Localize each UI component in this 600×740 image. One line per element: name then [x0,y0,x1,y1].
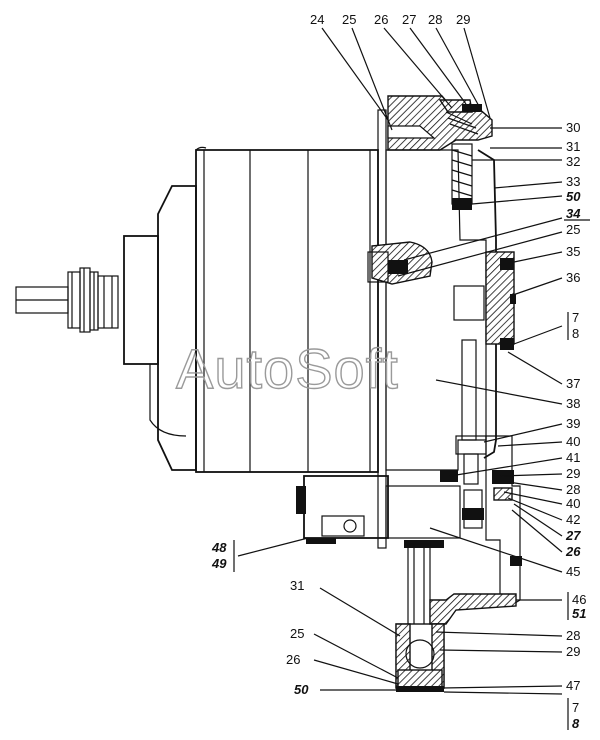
callout-29: 29 [456,12,470,27]
callout-7: 7 [572,310,579,325]
callout-29-right: 29 [566,466,580,481]
callout-31-left: 31 [290,578,304,593]
callout-28-lower: 28 [566,628,580,643]
leader-lines [237,27,563,695]
callout-36: 36 [566,270,580,285]
callout-29-lower: 29 [566,644,580,659]
callout-24: 24 [310,12,324,27]
main-housing [195,146,379,473]
callout-8: 8 [572,326,579,341]
callout-42: 42 [566,512,580,527]
callout-26-left: 26 [286,652,300,667]
callout-45: 45 [566,564,580,579]
callout-40-a: 40 [566,434,580,449]
callout-35: 35 [566,244,580,259]
callout-25-left: 25 [290,626,304,641]
callout-32: 32 [566,154,580,169]
callout-34: 34 [566,206,581,221]
callout-26-right: 26 [565,544,581,559]
watermark-text: AutoSoft [176,337,399,400]
callout-31: 31 [566,139,580,154]
callout-28-right: 28 [566,482,580,497]
output-shaft [15,267,119,333]
callout-28: 28 [428,12,442,27]
callout-49: 49 [211,556,227,571]
front-hub [123,185,197,471]
top-callouts: 24 25 26 27 28 29 [310,12,470,27]
callout-41: 41 [566,450,580,465]
lower-fitting [395,543,517,692]
callout-8-lower: 8 [572,716,580,731]
callout-50-left: 50 [294,682,309,697]
left-callouts: 48 49 31 25 26 50 [211,540,309,697]
callout-27-right: 27 [565,528,581,543]
callout-39: 39 [566,416,580,431]
callout-30: 30 [566,120,580,135]
callout-51: 51 [572,606,586,621]
callout-25-right: 25 [566,222,580,237]
callout-27: 27 [402,12,416,27]
callout-26: 26 [374,12,388,27]
rear-cover-section [367,95,522,607]
callout-25: 25 [342,12,356,27]
callout-40-b: 40 [566,496,580,511]
callout-37: 37 [566,376,580,391]
callout-50: 50 [566,189,581,204]
callout-47: 47 [566,678,580,693]
callout-46: 46 [572,592,586,607]
callout-33: 33 [566,174,580,189]
callout-38: 38 [566,396,580,411]
callout-7-lower: 7 [572,700,579,715]
right-callouts: 30 31 32 33 50 34 25 35 36 7 8 37 38 39 … [564,120,590,731]
callout-48: 48 [211,540,227,555]
